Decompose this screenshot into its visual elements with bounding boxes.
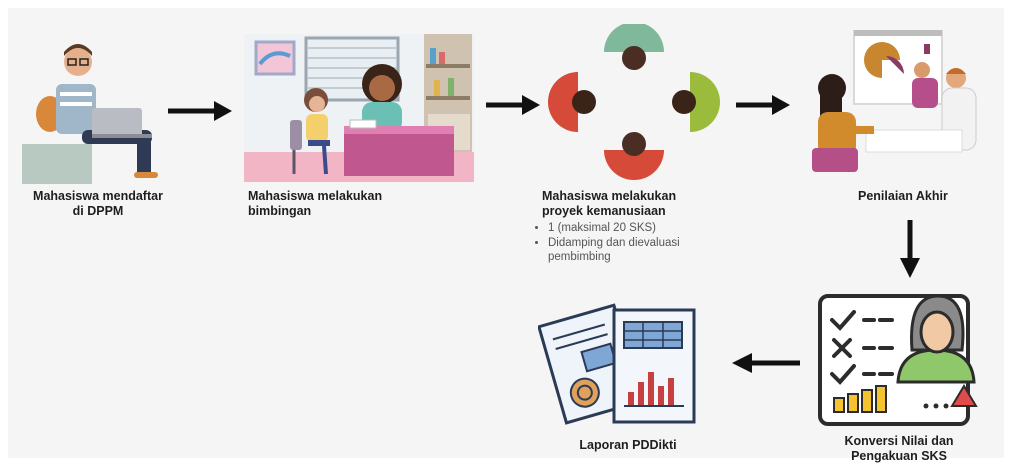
step-register-caption-line1: Mahasiswa mendaftar <box>33 189 163 203</box>
counseling-desk-icon <box>244 34 474 182</box>
step-project-caption-line1: Mahasiswa melakukan <box>542 189 677 203</box>
documents-report-icon <box>538 303 696 425</box>
flow-diagram: Mahasiswa mendaftar di DPPM <box>8 8 1004 463</box>
arrow-right-icon <box>486 95 540 115</box>
arrow-down-icon <box>900 220 920 278</box>
step-project-caption-line2: proyek kemanusiaan <box>542 204 666 218</box>
step-final-assessment-caption: Penilaian Akhir <box>858 189 948 203</box>
step-project-bullets: 1 (maksimal 20 SKS) Didamping dan dieval… <box>534 221 716 265</box>
step-register-caption-line2: di DPPM <box>72 204 124 218</box>
checklist-evaluator-icon <box>818 294 978 426</box>
step-conversion-caption-line1: Konversi Nilai dan <box>844 434 954 448</box>
step-report-caption: Laporan PDDikti <box>579 438 677 452</box>
presentation-meeting-icon <box>812 30 977 172</box>
arrow-right-icon <box>168 101 232 121</box>
step-project-bullet: 1 (maksimal 20 SKS) <box>548 221 716 235</box>
circle-of-people-icon <box>548 24 720 180</box>
student-laptop-icon <box>22 44 158 184</box>
step-project-bullet: Didamping dan dievaluasi pembimbing <box>548 236 716 264</box>
step-guidance-caption-line1: Mahasiswa melakukan <box>248 189 383 203</box>
step-conversion-caption-line2: Pengakuan SKS <box>851 449 947 463</box>
arrow-right-icon <box>736 95 790 115</box>
arrow-left-icon <box>732 353 800 373</box>
step-guidance-caption-line2: bimbingan <box>248 204 312 218</box>
